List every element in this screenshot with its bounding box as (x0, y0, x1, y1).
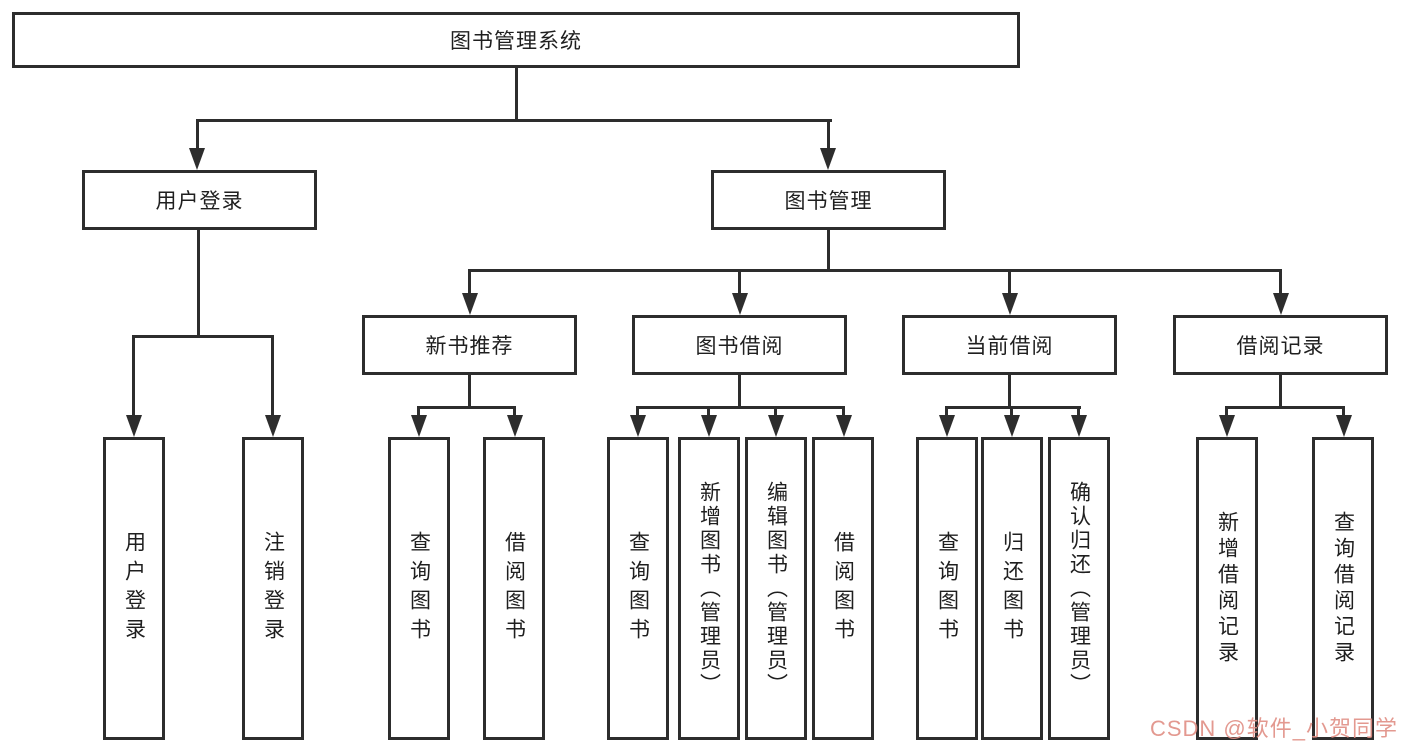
connector-root-stem (515, 68, 518, 122)
csdn-watermark: CSDN @软件_小贺同学 (1149, 716, 1398, 741)
arrowhead-down-icon (939, 415, 955, 437)
connector-drop (1342, 406, 1345, 418)
connector-user-login-hbar (132, 335, 274, 338)
leaf-label: 用户登录 (122, 530, 146, 647)
arrowhead-down-icon (1071, 415, 1087, 437)
connector-user-login-stem (197, 230, 200, 338)
connector-book-borrow-stem (738, 375, 741, 409)
arrowhead-down-icon (126, 415, 142, 437)
arrowhead-down-icon (507, 415, 523, 437)
connector-current-borrow-hbar (945, 406, 1081, 409)
arrowhead-down-icon (630, 415, 646, 437)
connector-book-borrow-hbar (636, 406, 845, 409)
leaf-query-borrow-record: 查询借阅记录 (1312, 437, 1374, 740)
arrowhead-down-icon (732, 293, 748, 315)
leaf-add-book-admin: 新增图书（管理员） (678, 437, 740, 740)
leaf-label: 编辑图书（管理员） (764, 480, 788, 697)
connector-borrow-records-stem (1279, 375, 1282, 409)
leaf-label: 注销登录 (261, 530, 285, 647)
arrowhead-down-icon (1273, 293, 1289, 315)
leaf-label: 确认归还（管理员） (1067, 480, 1091, 697)
connector-borrow-records-hbar (1225, 406, 1345, 409)
arrowhead-down-icon (820, 148, 836, 170)
node-borrow-records: 借阅记录 (1173, 315, 1388, 375)
arrowhead-down-icon (1004, 415, 1020, 437)
connector-new-book-stem (468, 375, 471, 409)
connector-drop (1225, 406, 1228, 418)
leaf-label: 借阅图书 (831, 530, 855, 647)
leaf-confirm-return-admin: 确认归还（管理员） (1048, 437, 1110, 740)
arrowhead-down-icon (768, 415, 784, 437)
leaf-label: 查询图书 (935, 530, 959, 647)
arrowhead-down-icon (411, 415, 427, 437)
connector-drop (417, 406, 420, 418)
node-book-management: 图书管理 (711, 170, 946, 230)
leaf-label: 新增借阅记录 (1215, 510, 1239, 667)
connector-drop (774, 406, 777, 418)
node-current-borrow: 当前借阅 (902, 315, 1117, 375)
connector-new-book-hbar (417, 406, 516, 409)
connector-book-mgmt-stem (827, 230, 830, 272)
node-root: 图书管理系统 (12, 12, 1020, 68)
leaf-borrow-books-recommend: 借阅图书 (483, 437, 545, 740)
leaf-label: 查询图书 (407, 530, 431, 647)
leaf-edit-book-admin: 编辑图书（管理员） (745, 437, 807, 740)
connector-drop (1010, 406, 1013, 418)
connector-drop (1077, 406, 1080, 418)
leaf-query-books-borrow: 查询图书 (607, 437, 669, 740)
node-user-login: 用户登录 (82, 170, 317, 230)
node-new-book-recommend: 新书推荐 (362, 315, 577, 375)
connector-drop-leaf-logout (271, 335, 274, 418)
leaf-return-book: 归还图书 (981, 437, 1043, 740)
leaf-label: 查询图书 (626, 530, 650, 647)
connector-drop-book-mgmt (827, 119, 830, 151)
connector-drop-user-login (196, 119, 199, 151)
arrowhead-down-icon (265, 415, 281, 437)
leaf-borrow-books-borrow: 借阅图书 (812, 437, 874, 740)
leaf-user-login: 用户登录 (103, 437, 165, 740)
arrowhead-down-icon (189, 148, 205, 170)
connector-drop-current-borrow (1008, 269, 1011, 295)
connector-drop-book-borrow (738, 269, 741, 295)
connector-drop-borrow-records (1279, 269, 1282, 295)
arrowhead-down-icon (836, 415, 852, 437)
arrowhead-down-icon (1219, 415, 1235, 437)
leaf-add-borrow-record: 新增借阅记录 (1196, 437, 1258, 740)
connector-current-borrow-stem (1008, 375, 1011, 409)
connector-drop (513, 406, 516, 418)
connector-drop (945, 406, 948, 418)
connector-drop (636, 406, 639, 418)
leaf-label: 新增图书（管理员） (697, 480, 721, 697)
arrowhead-down-icon (1002, 293, 1018, 315)
arrowhead-down-icon (462, 293, 478, 315)
node-book-borrow: 图书借阅 (632, 315, 847, 375)
leaf-label: 查询借阅记录 (1331, 510, 1355, 667)
connector-drop (842, 406, 845, 418)
leaf-query-books-current: 查询图书 (916, 437, 978, 740)
connector-drop (707, 406, 710, 418)
connector-book-mgmt-hbar (468, 269, 1282, 272)
connector-drop-leaf-user-login (132, 335, 135, 418)
arrowhead-down-icon (701, 415, 717, 437)
leaf-query-books-recommend: 查询图书 (388, 437, 450, 740)
connector-root-hbar (196, 119, 832, 122)
leaf-logout: 注销登录 (242, 437, 304, 740)
leaf-label: 借阅图书 (502, 530, 526, 647)
leaf-label: 归还图书 (1000, 530, 1024, 647)
arrowhead-down-icon (1336, 415, 1352, 437)
connector-drop-new-book (468, 269, 471, 295)
